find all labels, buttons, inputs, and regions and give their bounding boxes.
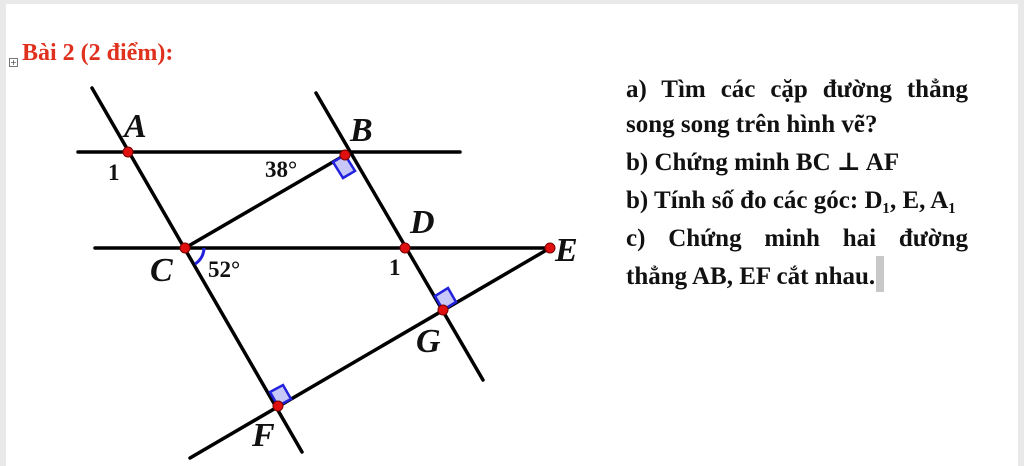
point-a [122, 146, 134, 158]
line-fge [188, 246, 552, 460]
line-cb [183, 153, 347, 250]
geometry-figure: A B C D E G F 1 38° 52° 1 [76, 86, 578, 460]
document-page [6, 4, 1018, 466]
question-c-text: c) Chứng minh hai đường thẳng AB, EF cắt… [626, 225, 968, 290]
label-e: E [554, 232, 578, 269]
point-c [179, 242, 191, 254]
label-d: D [409, 204, 435, 241]
question-a: a) Tìm các cặp đường thẳng song song trê… [626, 76, 968, 138]
label-g: G [416, 323, 441, 360]
text-cursor [876, 256, 885, 292]
point-f [272, 400, 284, 412]
question-b1: b) Chứng minh BC ⊥ AF [626, 149, 900, 176]
question-c: c) Chứng minh hai đường thẳng AB, EF cắt… [626, 221, 968, 294]
label-b: B [349, 112, 373, 149]
point-d [399, 242, 411, 254]
right-angle-marker-g [433, 286, 458, 312]
label-f: F [251, 417, 275, 454]
point-e [544, 242, 556, 254]
angle-label-b: 38° [265, 157, 297, 182]
point-g [437, 304, 449, 316]
point-b [339, 149, 351, 161]
question-list: a) Tìm các cặp đường thẳng song song trê… [626, 72, 968, 297]
question-b2: b) Tính số đo các góc: D₁, E, A₁ [626, 187, 956, 214]
right-angle-marker-b [331, 153, 357, 180]
line-bdg [314, 91, 485, 382]
angle-label-c: 52° [208, 257, 240, 282]
angle-label-d1: 1 [389, 255, 401, 280]
exercise-title: Bài 2 (2 điểm): [22, 40, 174, 66]
right-angle-marker-f [268, 383, 293, 408]
label-a: A [122, 108, 147, 145]
object-anchor-icon[interactable]: + [9, 58, 18, 67]
label-c: C [150, 252, 173, 289]
angle-arc-c [194, 247, 206, 266]
angle-label-a1: 1 [108, 160, 120, 185]
